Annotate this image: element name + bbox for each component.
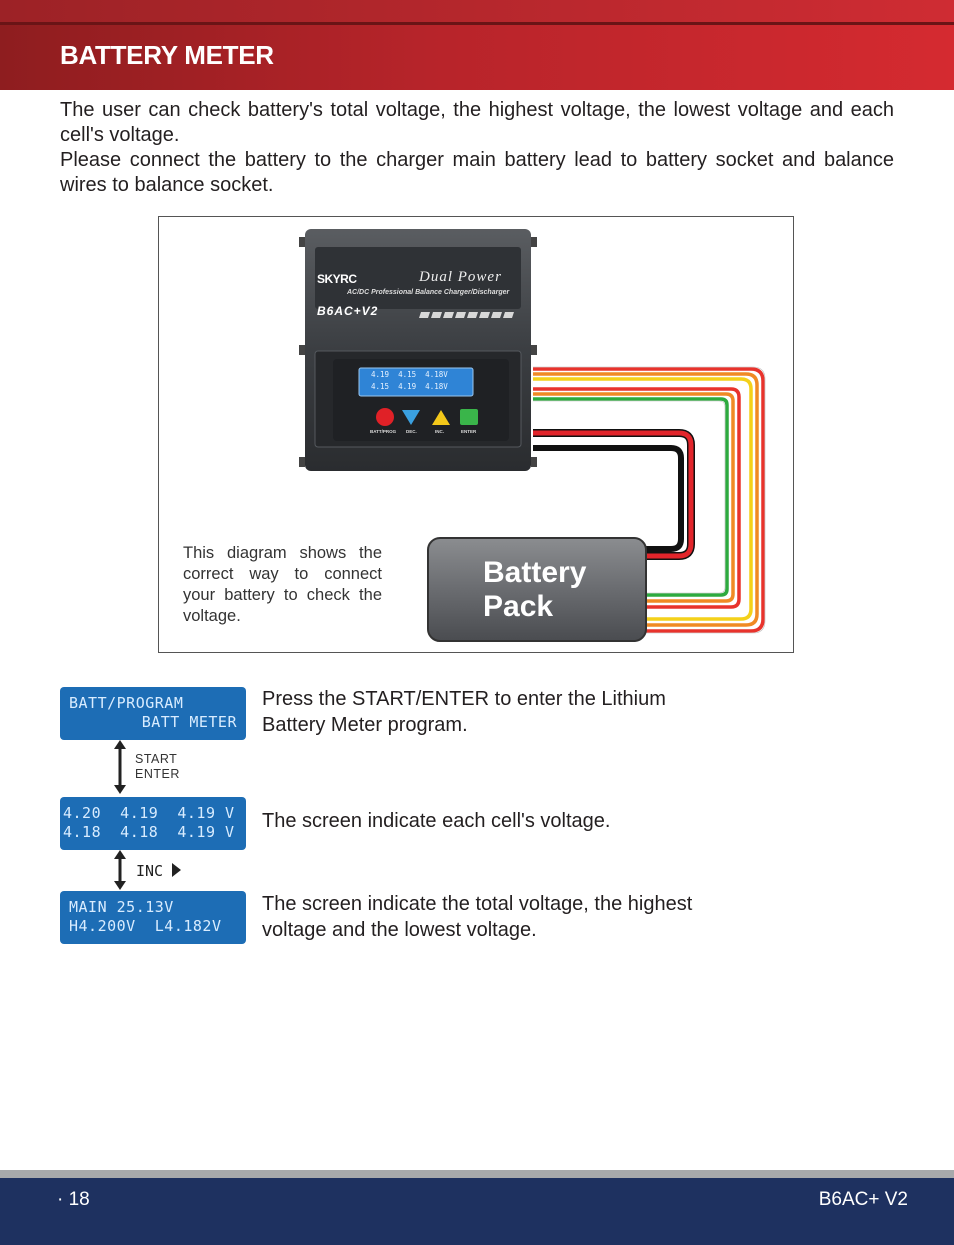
lcd-line: 4.18 4.18 4.19 V bbox=[63, 823, 235, 841]
page-header: BATTERY METER bbox=[0, 0, 954, 90]
charger-unit bbox=[299, 229, 537, 471]
step-description: The screen indicate each cell's voltage. bbox=[262, 810, 611, 832]
battery-pack-label: Battery Pack bbox=[483, 556, 587, 623]
intro-paragraph: Please connect the battery to the charge… bbox=[60, 149, 894, 196]
step-description: Press the START/ENTER to enter the Lithi… bbox=[262, 688, 666, 736]
charger-subtitle: AC/DC Professional Balance Charger/Disch… bbox=[347, 289, 510, 296]
lcd-line: H4.200V L4.182V bbox=[69, 917, 222, 935]
lcd-screen-cell-voltages: 4.20 4.19 4.19 V 4.18 4.18 4.19 V bbox=[60, 797, 246, 850]
diagram-note: This diagram shows the correct way to co… bbox=[183, 544, 382, 625]
product-name: Dual Power bbox=[419, 269, 502, 285]
footer-divider bbox=[0, 1170, 954, 1178]
lcd-line: 4.20 4.19 4.19 V bbox=[63, 804, 235, 822]
start-enter-label: START ENTER bbox=[135, 752, 180, 782]
intro-text: The user can check battery's total volta… bbox=[60, 98, 894, 198]
inc-label: INC bbox=[136, 862, 182, 880]
button-batt-prog-label: BATT/PROG bbox=[370, 429, 397, 434]
battery-pack bbox=[427, 537, 647, 642]
connection-diagram: SKYRC Dual Power AC/DC Professional Bala… bbox=[158, 216, 794, 653]
button-dec-label: DEC. bbox=[406, 429, 417, 434]
button-inc-label: INC. bbox=[435, 429, 444, 434]
intro-paragraph: The user can check battery's total volta… bbox=[60, 99, 894, 146]
model-badge: B6AC+V2 bbox=[317, 304, 379, 318]
footer-model: B6AC+ V2 bbox=[818, 1189, 908, 1210]
led-bar bbox=[419, 312, 514, 318]
black-main-lead bbox=[533, 445, 684, 552]
page-footer bbox=[0, 1178, 954, 1245]
enter-label: ENTER bbox=[135, 767, 180, 781]
lcd-line: BATT/PROGRAM bbox=[69, 694, 184, 712]
charger-lcd-line-1: 4.19 4.15 4.18V bbox=[371, 370, 448, 379]
page-title: BATTERY METER bbox=[60, 40, 274, 70]
page-number: · 18 bbox=[57, 1189, 90, 1210]
lcd-line: MAIN 25.13V bbox=[69, 898, 174, 916]
header-band bbox=[0, 0, 954, 25]
balance-wires bbox=[533, 367, 765, 633]
connection-illustration bbox=[299, 229, 766, 642]
lcd-screen-total-voltage: MAIN 25.13V H4.200V L4.182V bbox=[60, 891, 246, 944]
triangle-right-icon bbox=[172, 863, 182, 877]
step-description: The screen indicate the total voltage, t… bbox=[262, 893, 693, 941]
lcd-screen-batt-program: BATT/PROGRAM BATT METER bbox=[60, 687, 246, 740]
button-enter-label: ENTER bbox=[461, 429, 477, 434]
balance-wires-outline bbox=[533, 366, 766, 634]
double-arrow-icon bbox=[114, 850, 126, 890]
inc-label-text: INC bbox=[136, 862, 164, 880]
brand-logo: SKYRC bbox=[317, 272, 357, 286]
lcd-line: BATT METER bbox=[141, 713, 237, 731]
double-arrow-icon bbox=[114, 740, 126, 794]
charger-lcd-line-2: 4.15 4.19 4.18V bbox=[371, 382, 448, 391]
start-label: START bbox=[135, 752, 178, 766]
